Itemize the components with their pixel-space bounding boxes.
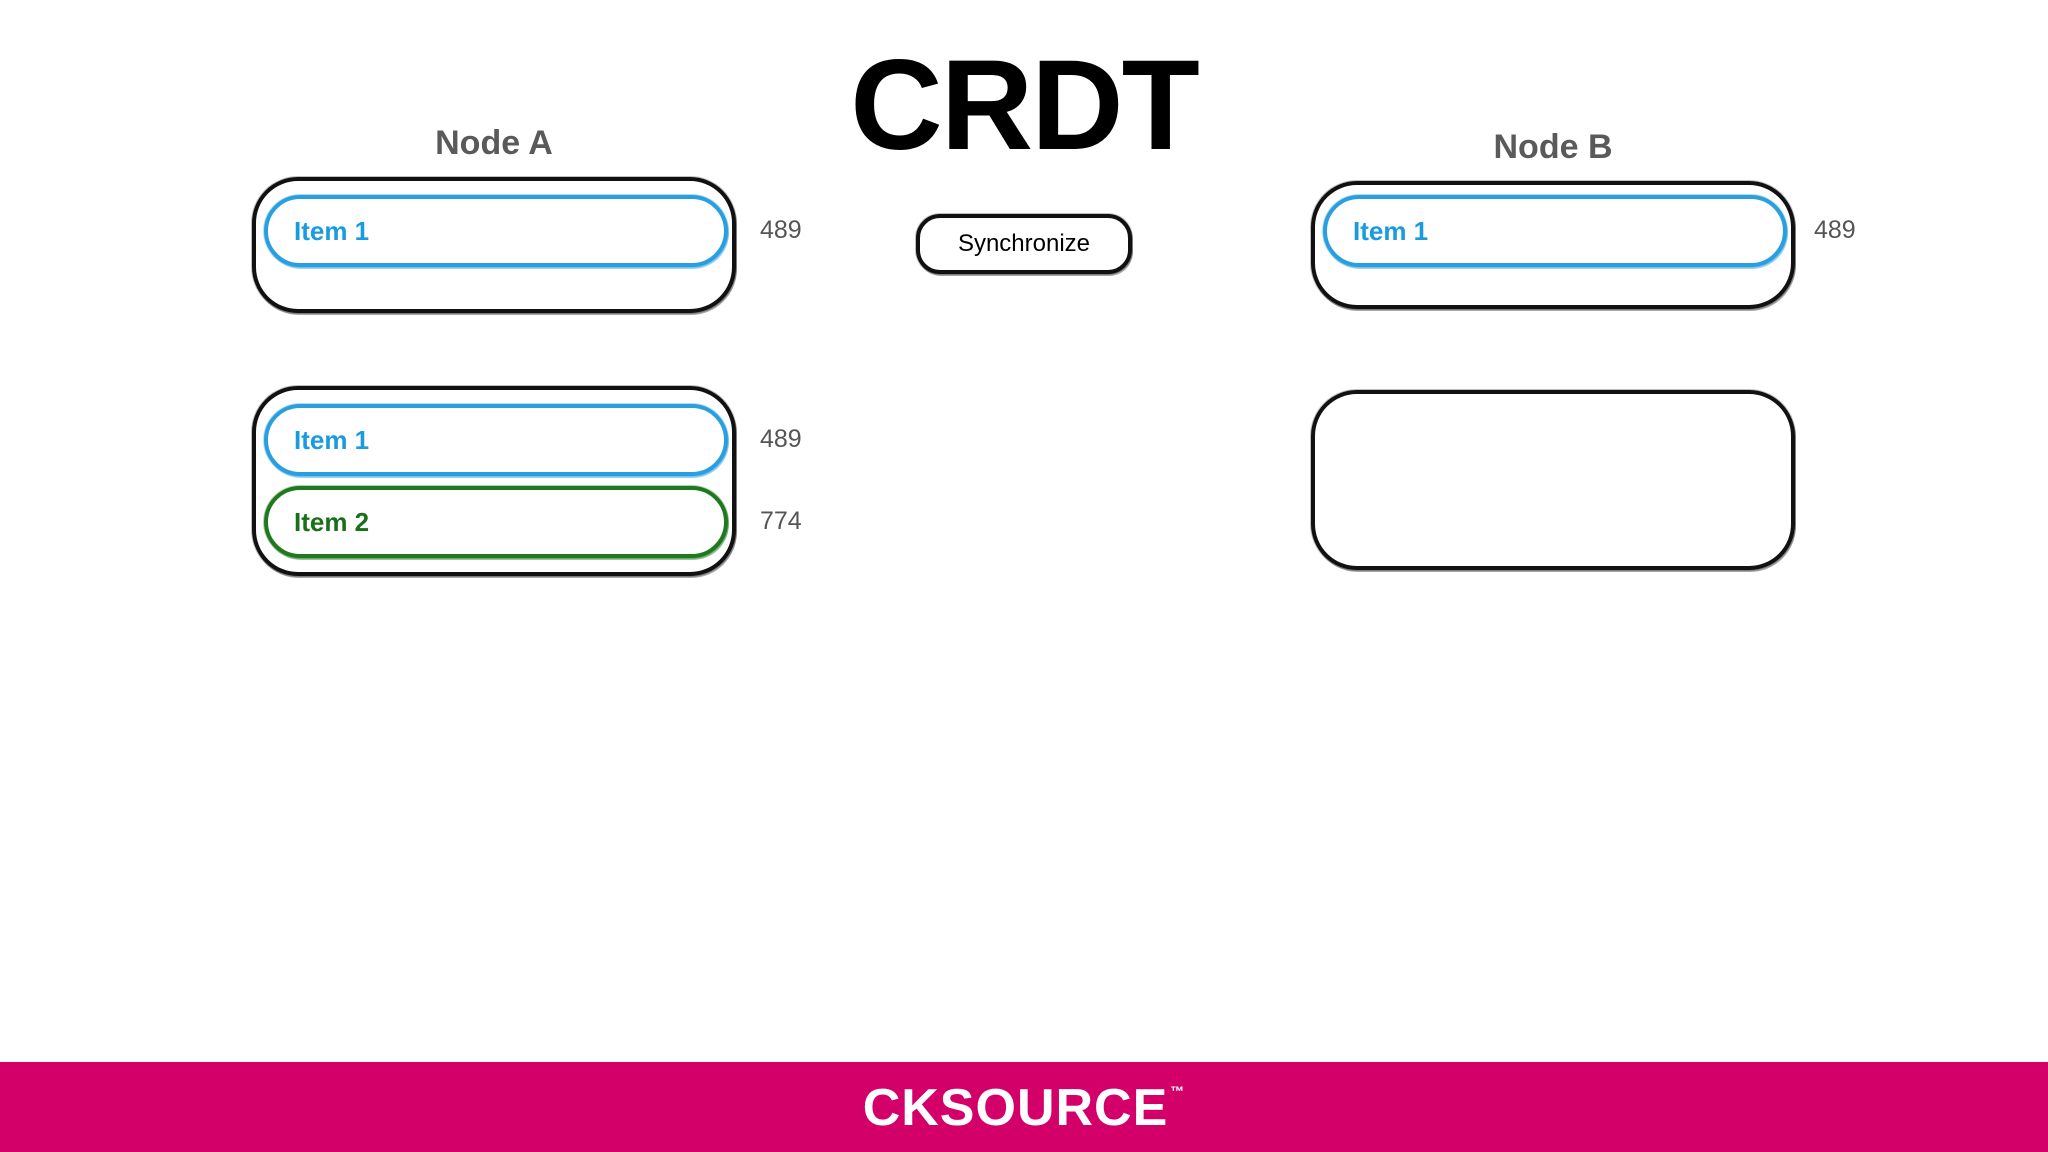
node-b-state-1: Item 1 — [1311, 181, 1795, 309]
node-a-state-1-item-1-count: 489 — [760, 216, 802, 244]
node-a-state-2: Item 1 Item 2 — [252, 386, 736, 576]
node-b-state-2-empty — [1311, 390, 1795, 570]
node-b-state-1-item-1[interactable]: Item 1 — [1323, 195, 1787, 267]
node-a-state-2-item-2[interactable]: Item 2 — [264, 486, 728, 558]
node-b-state-1-item-1-count: 489 — [1814, 216, 1856, 244]
node-a-state-2-item-1[interactable]: Item 1 — [264, 404, 728, 476]
node-a-state-1-item-1[interactable]: Item 1 — [264, 195, 728, 267]
node-a-state-1: Item 1 — [252, 177, 736, 313]
synchronize-button[interactable]: Synchronize — [916, 214, 1132, 274]
item-label: Item 1 — [294, 216, 370, 246]
node-a-label: Node A — [435, 124, 553, 162]
logo-text: CKSOURCE — [862, 1079, 1169, 1137]
slide-title: CRDT — [850, 34, 1200, 177]
item-label: Item 1 — [1353, 216, 1429, 246]
node-a-state-2-item-2-count: 774 — [760, 507, 802, 535]
node-b-label: Node B — [1493, 128, 1613, 166]
trademark-mark: ™ — [1170, 1083, 1186, 1099]
node-a-state-2-item-1-count: 489 — [760, 425, 802, 453]
item-label: Item 2 — [294, 507, 370, 537]
item-label: Item 1 — [294, 425, 370, 455]
